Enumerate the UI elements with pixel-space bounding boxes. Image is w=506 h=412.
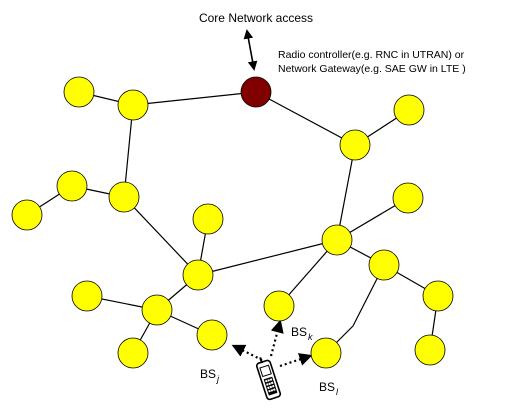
core-access-arrow xyxy=(243,29,258,71)
mobile-connections xyxy=(231,319,313,368)
base-stations xyxy=(11,76,454,369)
base-station-node xyxy=(392,182,424,214)
base-station-node xyxy=(117,89,149,121)
network-links xyxy=(26,91,439,354)
base-station-node xyxy=(368,249,400,281)
link xyxy=(123,104,134,198)
base-station-node-bs-l xyxy=(310,337,342,369)
base-station-node xyxy=(192,203,224,235)
base-station-node-bs-k xyxy=(263,290,295,322)
base-station-node xyxy=(108,181,140,213)
gateway-node xyxy=(240,76,272,108)
base-station-node xyxy=(414,334,446,366)
core-network-label: Core Network access xyxy=(199,11,313,25)
link xyxy=(132,91,257,106)
connection-to-bs-l xyxy=(279,353,313,368)
gateway-annotation-line2: Network Gateway(e.g. SAE GW in LTE ) xyxy=(278,63,466,75)
base-station-node xyxy=(182,259,214,291)
connection-to-bs-k xyxy=(269,319,284,357)
base-station-node xyxy=(71,280,103,312)
bs-l-label: BSl xyxy=(319,380,339,397)
base-station-node xyxy=(11,199,43,231)
base-station-node xyxy=(339,129,371,161)
gateway-annotation-line1: Radio controller(e.g. RNC in UTRAN) or xyxy=(278,49,465,61)
bs-k-label: BSk xyxy=(291,325,313,342)
connection-to-bs-j xyxy=(231,344,263,361)
link xyxy=(197,239,338,276)
mobile-phone-icon xyxy=(255,357,282,401)
base-station-node-bs-j xyxy=(196,319,228,351)
base-station-node xyxy=(393,94,425,126)
link xyxy=(255,91,356,146)
link xyxy=(336,144,356,241)
base-station-node xyxy=(117,337,149,369)
base-station-node xyxy=(56,170,88,202)
base-station-node xyxy=(422,280,454,312)
bs-j-label: BSj xyxy=(200,367,220,384)
link xyxy=(123,196,199,276)
base-station-node xyxy=(141,294,173,326)
base-station-node xyxy=(63,76,95,108)
base-station-node xyxy=(321,224,353,256)
